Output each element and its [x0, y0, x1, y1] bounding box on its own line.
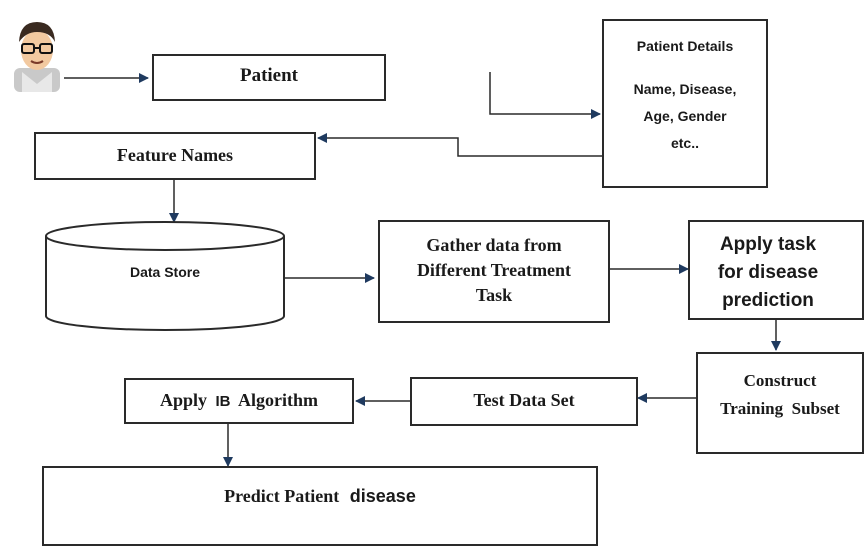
patient-details-line1: Name, Disease, [633, 81, 737, 97]
data-store-cylinder [45, 221, 285, 331]
patient-label: Patient [239, 65, 299, 86]
patient-details-title: Patient Details [636, 38, 734, 54]
gather-data-box [378, 220, 610, 323]
connector-lines [45, 72, 781, 467]
apply-ib-label: Apply IB Algorithm [124, 389, 354, 412]
predict-word-patient: Predict Patient [224, 486, 340, 506]
gather-line1: Gather data from [426, 235, 562, 255]
apply-ib-word-apply: Apply [159, 390, 207, 410]
patient-details-line3: etc.. [670, 135, 699, 151]
patient-details-line2: Age, Gender [643, 108, 727, 124]
data-store-label: Data Store [129, 264, 201, 280]
predict-word-disease: disease [349, 486, 416, 506]
test-data-set-label: Test Data Set [473, 390, 575, 410]
construct-training-box [696, 352, 864, 454]
apply-task-line3: prediction [722, 290, 814, 311]
construct-line2: Training Subset [720, 399, 840, 418]
arrow-patient-to-details [489, 72, 601, 119]
gather-line2: Different Treatment [416, 260, 572, 280]
gather-line3: Task [475, 285, 513, 305]
apply-task-line2: for disease [717, 262, 819, 283]
feature-names-label: Feature Names [116, 145, 234, 165]
apply-task-box [688, 220, 864, 320]
apply-ib-word-algorithm: Algorithm [238, 390, 319, 410]
patient-details-box [602, 19, 768, 188]
apply-ib-box [124, 378, 354, 424]
apply-ib-word-ib: IB [215, 393, 231, 410]
apply-task-line1: Apply task [719, 234, 817, 255]
patient-box [152, 54, 386, 101]
test-data-set-box [410, 377, 638, 426]
feature-names-box [34, 132, 316, 180]
arrow-details-to-features [317, 133, 602, 157]
construct-line1: Construct [743, 371, 817, 390]
predict-label: Predict Patient disease [42, 485, 598, 508]
user-avatar-icon [14, 22, 60, 92]
